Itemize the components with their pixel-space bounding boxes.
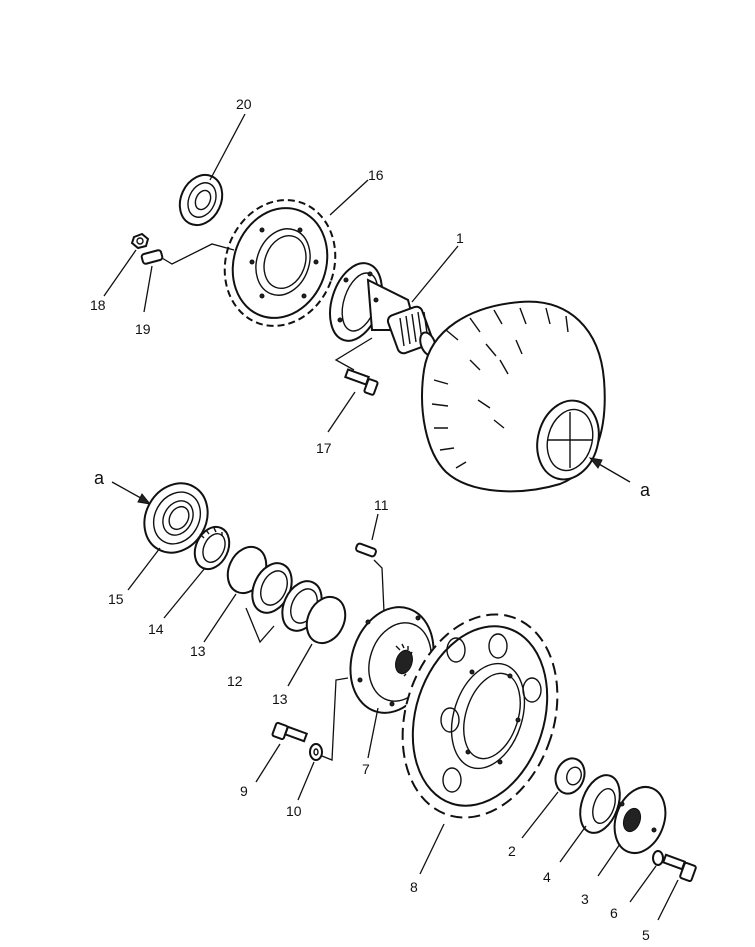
leader-13a bbox=[203, 593, 237, 643]
shaft-part-1 bbox=[329, 262, 437, 357]
leader-1 bbox=[411, 245, 459, 303]
leader-6 bbox=[629, 865, 657, 903]
callout-1: 1 bbox=[456, 230, 464, 246]
plate-part-4 bbox=[579, 774, 621, 834]
bolt-part-9 bbox=[271, 721, 309, 743]
callout-20: 20 bbox=[236, 96, 252, 112]
leader-7 bbox=[367, 707, 379, 759]
bolt-part-5 bbox=[661, 853, 697, 883]
callout-10: 10 bbox=[286, 803, 302, 819]
bolt-part-19 bbox=[140, 249, 164, 265]
leader-12 bbox=[245, 607, 275, 644]
cover-part-3 bbox=[613, 786, 667, 854]
seal-part-12 bbox=[251, 562, 323, 632]
callout-8: 8 bbox=[410, 879, 418, 895]
leader-8 bbox=[419, 823, 445, 875]
callout-5: 5 bbox=[642, 927, 650, 942]
leader-4 bbox=[559, 825, 587, 863]
callout-16: 16 bbox=[368, 167, 384, 183]
callout-14: 14 bbox=[148, 621, 164, 637]
link-19-to-16 bbox=[161, 243, 235, 265]
leader-11 bbox=[371, 513, 379, 541]
callout-4: 4 bbox=[543, 869, 551, 885]
pin-part-11 bbox=[355, 542, 377, 558]
callout-2: 2 bbox=[508, 843, 516, 859]
gear-part-16 bbox=[223, 199, 337, 327]
leader-16 bbox=[329, 179, 369, 216]
leader-14 bbox=[163, 567, 206, 619]
link-11-to-7 bbox=[373, 559, 385, 613]
callout-15: 15 bbox=[108, 591, 124, 607]
callout-6: 6 bbox=[610, 905, 618, 921]
leader-5 bbox=[657, 879, 679, 921]
washer-part-10 bbox=[309, 743, 323, 761]
nut-part-2 bbox=[554, 757, 586, 795]
leader-9 bbox=[255, 743, 281, 783]
link-17-to-1 bbox=[334, 337, 373, 371]
callout-9: 9 bbox=[240, 783, 248, 799]
link-10-to-7 bbox=[321, 677, 349, 761]
leader-2 bbox=[521, 791, 559, 839]
callout-3: 3 bbox=[581, 891, 589, 907]
leader-20 bbox=[209, 113, 246, 181]
leader-18 bbox=[103, 249, 137, 297]
leader-13b bbox=[287, 643, 313, 687]
bolt-part-17 bbox=[344, 368, 379, 396]
leader-15 bbox=[127, 547, 161, 591]
leader-3 bbox=[597, 843, 621, 877]
washer-part-6 bbox=[652, 850, 664, 866]
marker-a-right: a bbox=[640, 480, 651, 500]
callout-18: 18 bbox=[90, 297, 106, 313]
arrowhead-a-left bbox=[137, 493, 152, 505]
bearing-part-20 bbox=[178, 173, 224, 227]
seal-part-14 bbox=[193, 525, 231, 571]
callout-13a: 13 bbox=[190, 643, 206, 659]
callout-12: 12 bbox=[227, 673, 243, 689]
o-ring-part-13b bbox=[305, 595, 347, 645]
marker-a-left: a bbox=[94, 468, 105, 488]
callout-7: 7 bbox=[362, 761, 370, 777]
callout-19: 19 bbox=[135, 321, 151, 337]
sprocket-part-8 bbox=[401, 613, 559, 819]
leader-10 bbox=[297, 761, 315, 801]
callout-11: 11 bbox=[374, 497, 389, 513]
leader-19 bbox=[143, 265, 153, 313]
callout-17: 17 bbox=[316, 440, 332, 456]
arrowhead-a-right bbox=[588, 457, 603, 469]
nut-part-18 bbox=[130, 232, 150, 250]
housing-part bbox=[421, 300, 606, 493]
leader-17 bbox=[327, 391, 356, 433]
callout-13b: 13 bbox=[272, 691, 288, 707]
